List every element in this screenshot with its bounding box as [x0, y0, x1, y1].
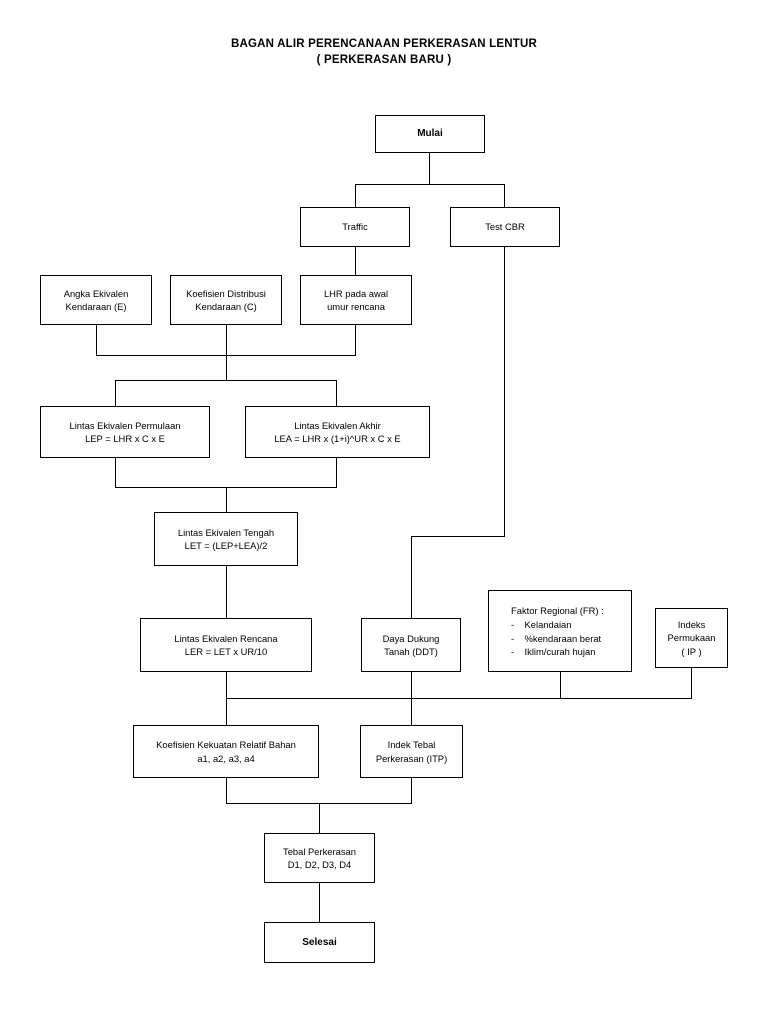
node-end-label: Selesai: [302, 936, 337, 948]
node-itp[interactable]: Indek Tebal Perkerasan (ITP): [360, 725, 463, 778]
node-faktor-regional-head: Faktor Regional (FR) :: [511, 604, 604, 616]
node-itp-line-2: Perkerasan (ITP): [375, 752, 448, 764]
connector-merge-down: [226, 355, 228, 381]
connector-to-tebal: [319, 803, 321, 833]
connector-lhr-down: [355, 325, 357, 356]
connector-lea-down: [336, 458, 338, 488]
node-koefisien-distribusi-line-1: Koefisien Distribusi: [186, 287, 266, 299]
node-end[interactable]: Selesai: [264, 922, 375, 963]
node-faktor-regional-item-3: - Iklim/curah hujan: [511, 646, 596, 657]
node-test-cbr[interactable]: Test CBR: [450, 207, 560, 247]
connector-let-to-ler: [226, 566, 228, 618]
connector-to-test-cbr: [504, 184, 506, 207]
connector-bottom-merge-bar: [226, 698, 692, 700]
connector-start-split-bar: [355, 184, 505, 186]
connector-lep-down: [115, 458, 117, 488]
node-start[interactable]: Mulai: [375, 115, 485, 153]
node-tebal-perkerasan-line-1: Tebal Perkerasan: [283, 845, 356, 857]
node-lea[interactable]: Lintas Ekivalen Akhir LEA = LHR x (1+i)^…: [245, 406, 430, 458]
node-lhr-awal-line-1: LHR pada awal: [323, 287, 389, 299]
connector-koefisien-down: [226, 778, 228, 804]
node-indeks-permukaan[interactable]: Indeks Permukaan ( IP ): [655, 608, 728, 668]
node-start-label: Mulai: [417, 128, 443, 140]
connector-lep-lea-split-bar: [115, 380, 337, 382]
page-title: BAGAN ALIR PERENCANAAN PERKERASAN LENTUR…: [0, 36, 768, 68]
node-lep-line-1: Lintas Ekivalen Permulaan: [69, 419, 181, 431]
node-koefisien-distribusi[interactable]: Koefisien Distribusi Kendaraan (C): [170, 275, 282, 325]
connector-testcbr-left: [411, 536, 505, 538]
node-lhr-awal-line-2: umur rencana: [327, 301, 385, 312]
connector-to-lea: [336, 380, 338, 406]
node-let-line-1: Lintas Ekivalen Tengah: [177, 526, 275, 538]
node-angka-ekivalen-line-2: Kendaraan (E): [65, 301, 127, 312]
connector-e-down: [96, 325, 98, 356]
connector-start-down: [429, 153, 431, 185]
connector-to-itp: [411, 698, 413, 725]
node-angka-ekivalen-line-1: Angka Ekivalen: [63, 287, 129, 299]
node-koefisien-distribusi-line-2: Kendaraan (C): [195, 301, 257, 312]
node-lep[interactable]: Lintas Ekivalen Permulaan LEP = LHR x C …: [40, 406, 210, 458]
connector-to-koefisien: [226, 698, 228, 725]
title-line-1: BAGAN ALIR PERENCANAAN PERKERASAN LENTUR: [231, 38, 537, 50]
node-let-line-2: LET = (LEP+LEA)/2: [184, 540, 268, 551]
node-ddt-line-2: Tanah (DDT): [384, 646, 438, 657]
connector-c-down: [226, 325, 228, 356]
connector-tebal-to-end: [319, 883, 321, 922]
connector-to-traffic: [355, 184, 357, 207]
node-indeks-permukaan-line-2: Permukaan: [667, 632, 716, 644]
connector-traffic-to-lhr: [355, 247, 357, 276]
connector-to-lep: [115, 380, 117, 406]
node-tebal-perkerasan[interactable]: Tebal Perkerasan D1, D2, D3, D4: [264, 833, 375, 883]
node-let[interactable]: Lintas Ekivalen Tengah LET = (LEP+LEA)/2: [154, 512, 298, 566]
node-tebal-perkerasan-line-2: D1, D2, D3, D4: [287, 859, 352, 870]
node-koefisien-kekuatan[interactable]: Koefisien Kekuatan Relatif Bahan a1, a2,…: [133, 725, 319, 778]
node-faktor-regional[interactable]: Faktor Regional (FR) : - Kelandaian - %k…: [488, 590, 632, 672]
node-ler-line-2: LER = LET x UR/10: [184, 646, 268, 657]
connector-itp-down: [411, 778, 413, 804]
node-test-cbr-label: Test CBR: [485, 221, 525, 233]
node-koefisien-kekuatan-line-2: a1, a2, a3, a4: [197, 752, 255, 764]
node-lep-line-2: LEP = LHR x C x E: [85, 433, 165, 444]
connector-fr-down: [560, 672, 562, 699]
connector-ddt-down: [411, 672, 413, 699]
node-faktor-regional-item-1: - Kelandaian: [511, 619, 572, 630]
node-lea-line-2: LEA = LHR x (1+i)^UR x C x E: [274, 433, 401, 444]
title-line-2: ( PERKERASAN BARU ): [316, 54, 452, 66]
node-itp-line-1: Indek Tebal: [387, 739, 436, 750]
node-traffic-label: Traffic: [342, 221, 368, 233]
connector-ler-down: [226, 672, 228, 699]
connector-ip-down: [691, 668, 693, 699]
connector-to-let: [226, 487, 228, 512]
node-ddt[interactable]: Daya Dukung Tanah (DDT): [361, 618, 461, 672]
node-ler[interactable]: Lintas Ekivalen Rencana LER = LET x UR/1…: [140, 618, 312, 672]
node-traffic[interactable]: Traffic: [300, 207, 410, 247]
node-angka-ekivalen[interactable]: Angka Ekivalen Kendaraan (E): [40, 275, 152, 325]
node-lea-line-1: Lintas Ekivalen Akhir: [294, 419, 381, 431]
node-indeks-permukaan-line-1: Indeks: [677, 618, 706, 630]
node-lhr-awal[interactable]: LHR pada awal umur rencana: [300, 275, 412, 325]
connector-to-ddt: [411, 536, 413, 618]
node-indeks-permukaan-line-3: ( IP ): [681, 645, 702, 657]
node-faktor-regional-item-2: - %kendaraan berat: [511, 632, 602, 644]
connector-testcbr-down: [504, 247, 506, 537]
node-koefisien-kekuatan-line-1: Koefisien Kekuatan Relatif Bahan: [156, 739, 296, 750]
node-ddt-line-1: Daya Dukung: [382, 632, 440, 644]
node-ler-line-1: Lintas Ekivalen Rencana: [174, 632, 278, 644]
